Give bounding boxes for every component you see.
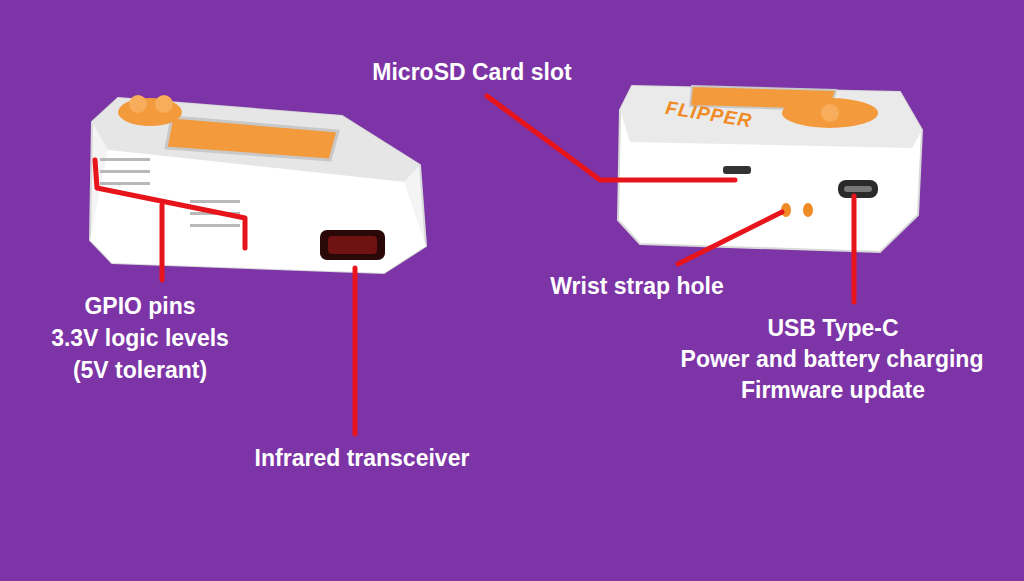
device-top [620,86,922,148]
leader-line [160,205,165,280]
leader-lines [95,96,854,434]
leader-line [353,268,358,434]
callout-label: Power and battery charging [681,345,984,373]
microsd-slot [723,166,751,174]
callout-label: Infrared transceiver [255,444,470,472]
button [129,95,147,113]
leader-line [678,212,782,264]
device-body [618,86,922,252]
left-device [90,95,426,273]
d-pad [782,98,878,128]
callout-label: GPIO pins [84,292,195,320]
callout-label: Firmware update [741,376,925,404]
gpio-bracket [95,160,245,248]
callout-label: Wrist strap hole [550,272,723,300]
screen [166,117,338,160]
wrist-strap-hole [803,203,813,217]
callout-label: (5V tolerant) [73,356,207,384]
callout-label: USB Type-C [767,314,898,342]
ir-window [320,230,385,260]
ir-window [328,236,377,254]
leader-line [852,196,857,302]
callout-label: 3.3V logic levels [51,324,229,352]
callout-label: MicroSD Card slot [372,58,571,86]
button [155,95,173,113]
device-side [90,150,426,273]
device-body [90,98,426,273]
button [821,104,839,122]
usb-c-port [838,180,878,198]
right-device [618,86,922,252]
usb-c-port [844,186,872,192]
